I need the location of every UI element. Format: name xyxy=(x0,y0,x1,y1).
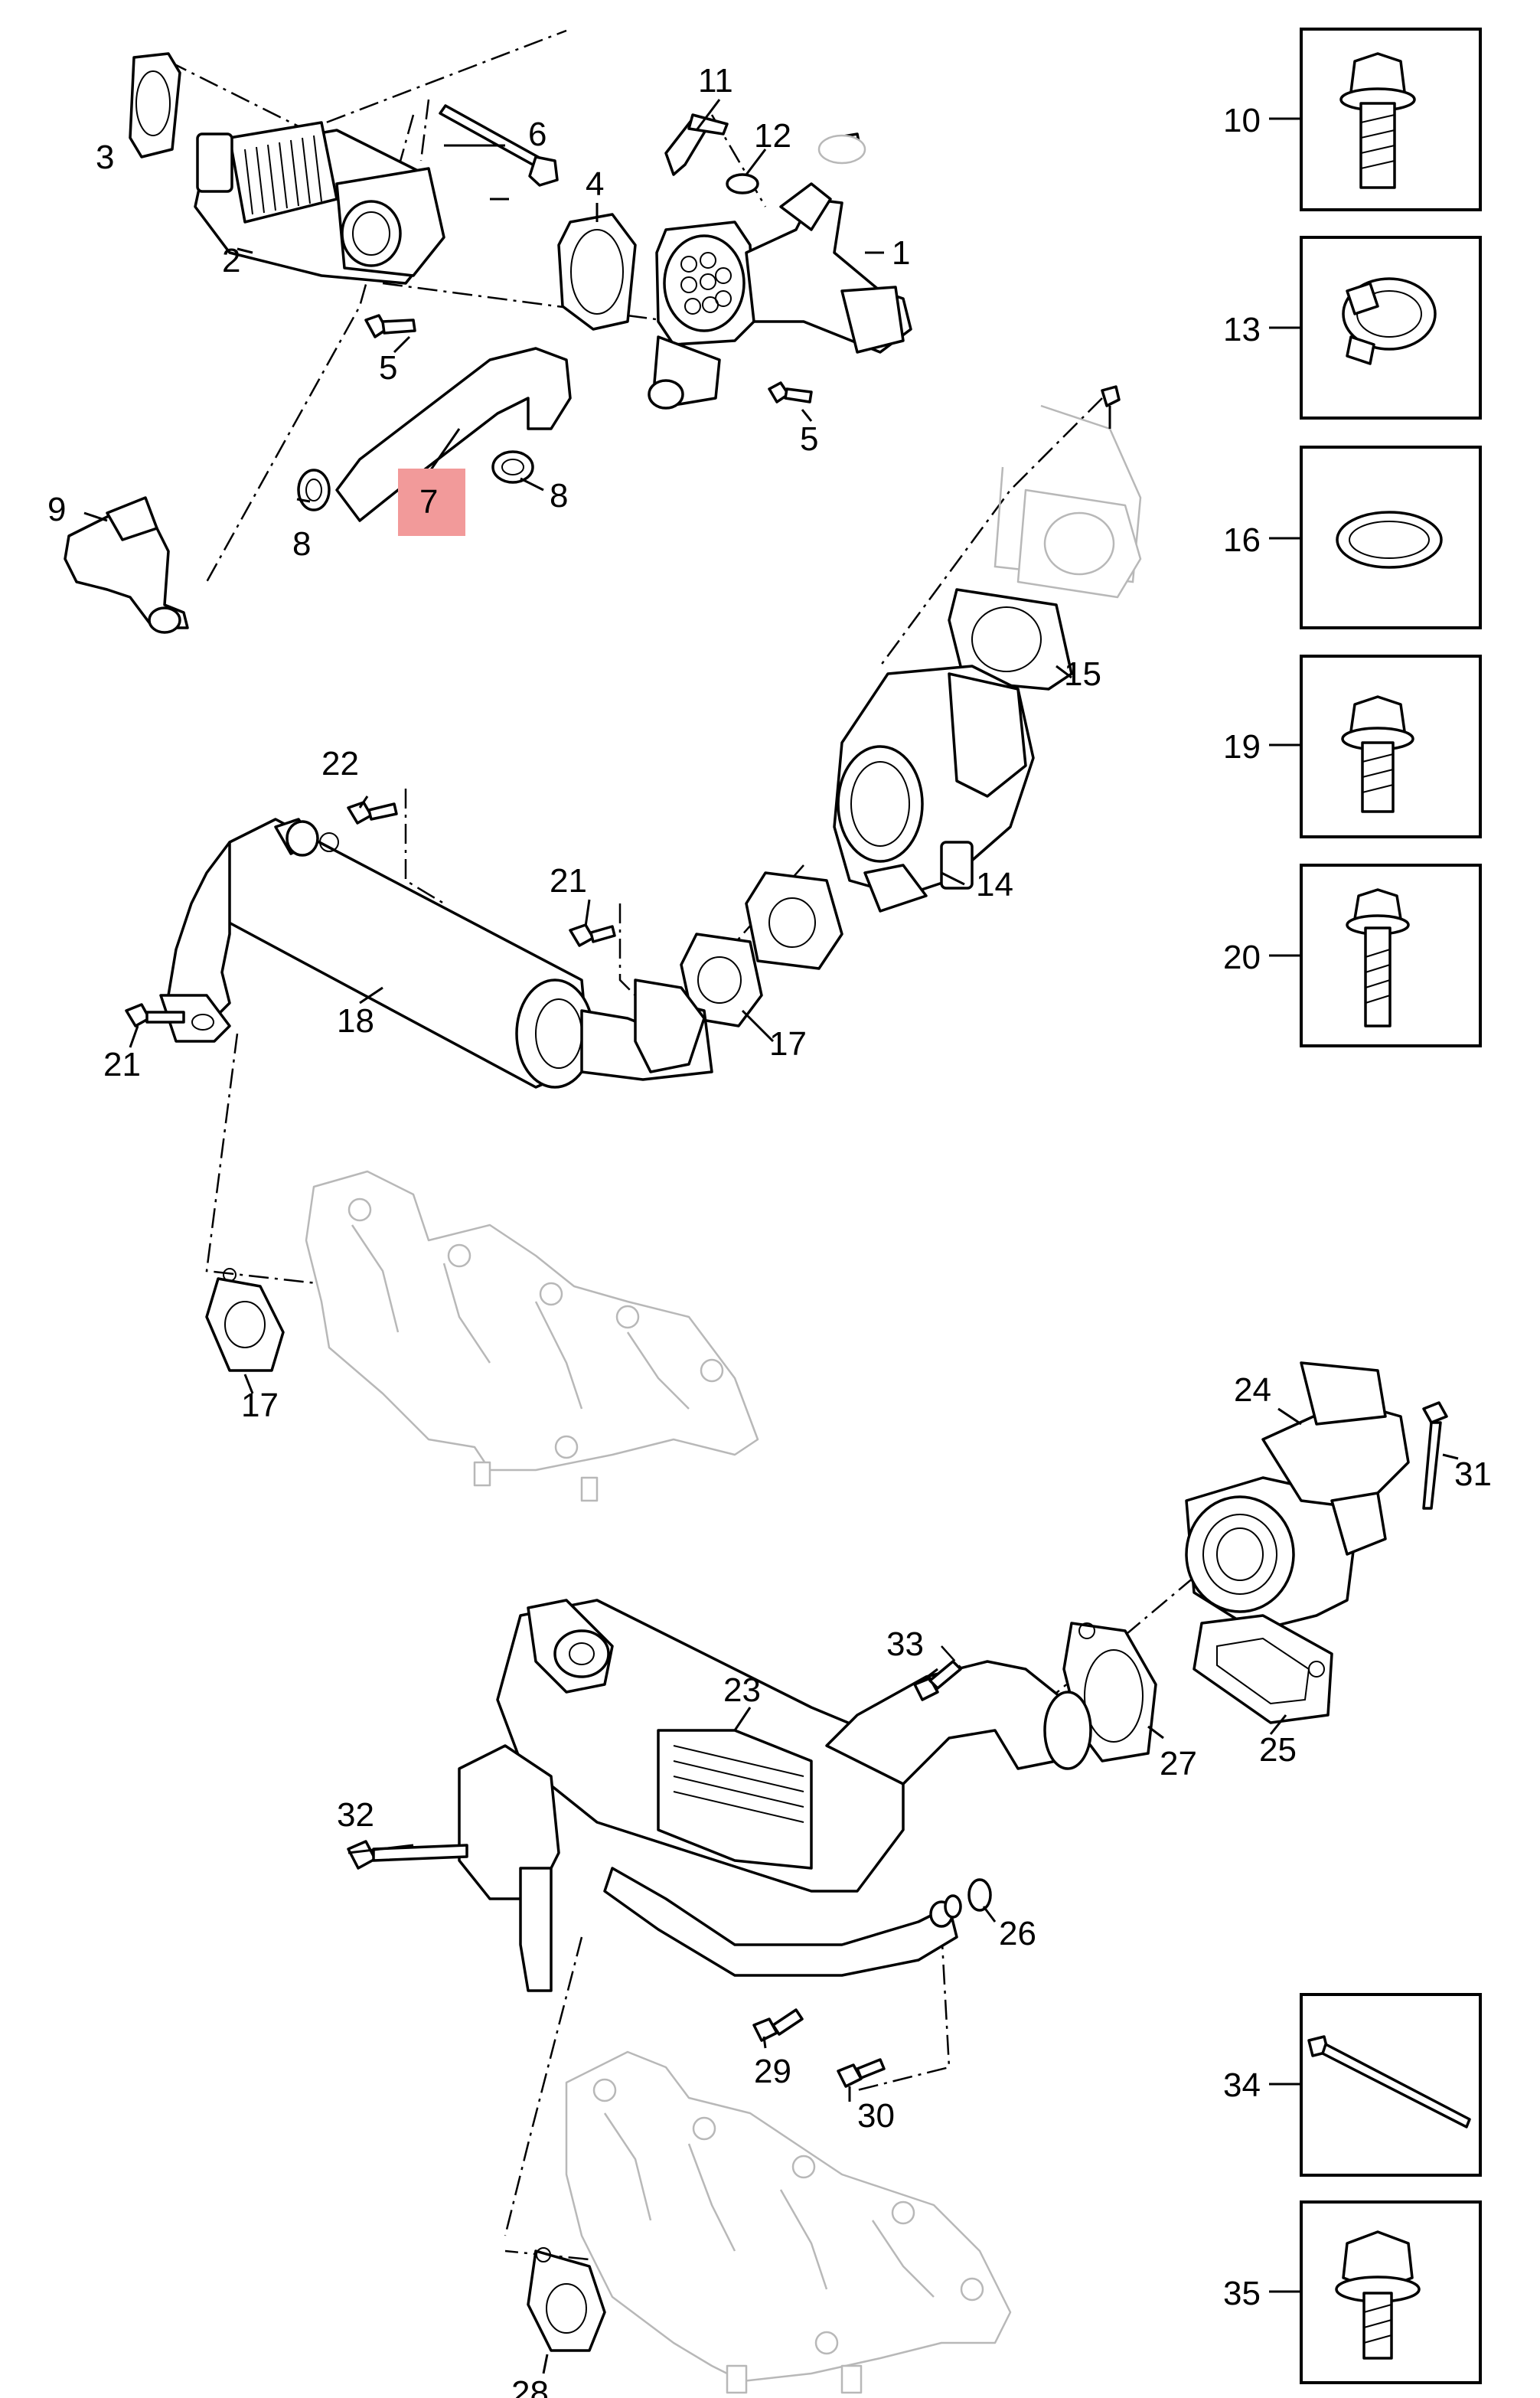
panel-label-19: 19 xyxy=(1223,728,1261,766)
pipe-9 xyxy=(64,496,189,634)
egr-cooler-18 xyxy=(159,818,713,1089)
panel-label-20: 20 xyxy=(1223,939,1261,976)
egr-valve-2 xyxy=(194,121,445,285)
clamp-8-left xyxy=(297,469,331,511)
bolt-21-right xyxy=(569,923,616,947)
callout-21b[interactable]: 21 xyxy=(103,1046,141,1083)
gasket-28 xyxy=(527,2247,606,2352)
callout-7[interactable]: 7 xyxy=(419,483,438,521)
callout-24[interactable]: 24 xyxy=(1234,1371,1271,1409)
clamp-8-right xyxy=(491,450,534,484)
panel-item-34[interactable]: 34 xyxy=(1223,1993,1482,2177)
callout-9[interactable]: 9 xyxy=(47,491,66,528)
callout-33[interactable]: 33 xyxy=(886,1625,924,1663)
callout-15[interactable]: 15 xyxy=(1064,655,1101,693)
throttle-valve-14 xyxy=(833,665,1035,913)
panel-item-16[interactable]: 16 xyxy=(1223,446,1482,629)
callout-7-highlight xyxy=(398,469,465,536)
callout-25[interactable]: 25 xyxy=(1259,1731,1297,1769)
callout-31[interactable]: 31 xyxy=(1454,1455,1492,1493)
ghost-exhaust-manifold-lower xyxy=(565,2050,1012,2394)
callout-29[interactable]: 29 xyxy=(754,2053,791,2090)
callout-5b[interactable]: 5 xyxy=(800,420,818,458)
panel-item-13[interactable]: 13 xyxy=(1223,236,1482,420)
callout-14[interactable]: 14 xyxy=(976,866,1013,903)
panel-item-20[interactable]: 20 xyxy=(1223,864,1482,1047)
short-flange-bolt-icon xyxy=(1341,695,1414,813)
callout-11[interactable]: 11 xyxy=(698,62,733,100)
bolt-5-right xyxy=(768,381,813,403)
gasket-15 xyxy=(948,588,1073,691)
o-ring-12 xyxy=(726,173,759,194)
callout-8b[interactable]: 8 xyxy=(550,477,568,515)
callout-12[interactable]: 12 xyxy=(754,117,791,155)
side-panel-hardware: 10 13 16 xyxy=(1223,28,1482,2384)
callout-8a[interactable]: 8 xyxy=(292,525,311,563)
callout-2[interactable]: 2 xyxy=(222,242,240,279)
callout-28[interactable]: 28 xyxy=(511,2374,549,2398)
gasket-17-upper xyxy=(745,871,843,970)
bolt-5-left xyxy=(364,314,416,338)
callout-4[interactable]: 4 xyxy=(586,165,604,203)
callout-23[interactable]: 23 xyxy=(723,1671,761,1709)
flange-bolt-icon xyxy=(1339,52,1416,189)
cable-tie-icon xyxy=(1307,2035,1471,2128)
top-egr-valve-assembly xyxy=(64,29,912,634)
callout-labels: 1 2 3 4 5 5 6 7 8 8 9 11 12 14 15 17 17 … xyxy=(47,62,1492,2398)
callout-26[interactable]: 26 xyxy=(999,1915,1036,1952)
panel-item-19[interactable]: 19 xyxy=(1223,655,1482,838)
long-flange-bolt-icon xyxy=(1346,888,1410,1027)
gasket-3 xyxy=(129,52,181,158)
callout-30[interactable]: 30 xyxy=(857,2097,895,2135)
sensor-11 xyxy=(664,113,729,176)
callout-17a[interactable]: 17 xyxy=(769,1025,807,1063)
ghost-flange xyxy=(993,385,1142,599)
gasket-17-lower xyxy=(205,1268,285,1372)
panel-label-34: 34 xyxy=(1223,2066,1261,2104)
clamp-top xyxy=(817,134,866,165)
hex-bolt-icon xyxy=(1335,2230,1421,2360)
bolt-29 xyxy=(752,2008,804,2042)
callout-21a[interactable]: 21 xyxy=(550,862,587,900)
bottom-egr-cooler-assembly xyxy=(347,1361,1459,2394)
egr-cooler-23 xyxy=(458,1599,1092,1992)
bolt-31 xyxy=(1422,1401,1459,1510)
bolt-21-left xyxy=(125,1003,185,1027)
callout-32[interactable]: 32 xyxy=(337,1796,374,1834)
callout-17b[interactable]: 17 xyxy=(241,1387,279,1424)
bolt-22 xyxy=(347,801,398,825)
egr-cooler-1 xyxy=(648,132,912,410)
bolt-30 xyxy=(837,2058,886,2088)
o-ring-icon xyxy=(1336,511,1443,569)
panel-item-10[interactable]: 10 xyxy=(1223,28,1482,211)
callout-27[interactable]: 27 xyxy=(1160,1745,1197,1782)
gasket-4 xyxy=(557,213,637,331)
egr-valve-24 xyxy=(1185,1361,1410,1632)
panel-label-13: 13 xyxy=(1223,311,1261,348)
panel-item-35[interactable]: 35 xyxy=(1223,2200,1482,2384)
panel-label-16: 16 xyxy=(1223,521,1261,559)
o-ring-26 xyxy=(944,1878,992,1919)
callout-1[interactable]: 1 xyxy=(892,234,910,272)
callout-6[interactable]: 6 xyxy=(528,116,547,153)
panel-label-35: 35 xyxy=(1223,2275,1261,2312)
gasket-25 xyxy=(1193,1614,1333,1724)
callout-3[interactable]: 3 xyxy=(96,139,114,176)
gasket-17-middle xyxy=(680,933,763,1027)
hose-clamp-icon xyxy=(1342,277,1437,365)
panel-label-10: 10 xyxy=(1223,102,1261,139)
bolt-32 xyxy=(347,1840,468,1870)
callout-5a[interactable]: 5 xyxy=(379,349,397,387)
bolt-6 xyxy=(439,104,559,187)
ghost-exhaust-manifold-upper xyxy=(305,1170,759,1502)
callout-18[interactable]: 18 xyxy=(337,1002,374,1040)
middle-egr-cooler-assembly xyxy=(125,385,1142,1502)
callout-22[interactable]: 22 xyxy=(321,745,359,782)
bolt-33 xyxy=(913,1660,962,1701)
